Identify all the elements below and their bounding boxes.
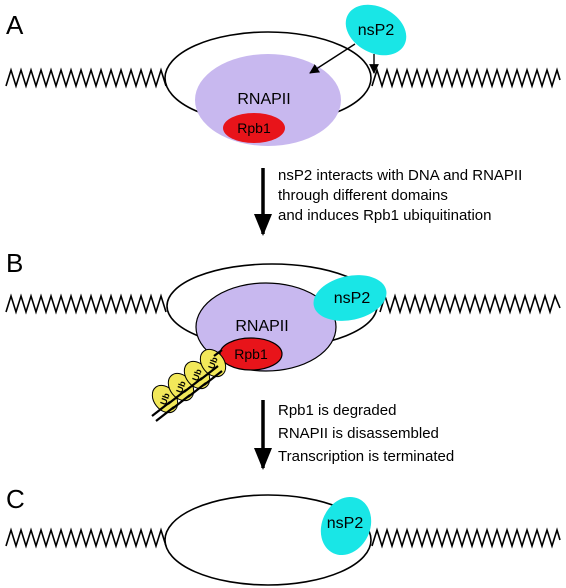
dna-bubble-c	[164, 494, 372, 586]
panel-label-c: C	[6, 484, 25, 514]
dna-left-c	[5, 527, 167, 549]
step-2-line-2: RNAPII is disassembled	[278, 425, 439, 442]
step-1-line-3: and induces Rpb1 ubiquitination	[278, 207, 492, 224]
step-2-arrowhead	[254, 448, 272, 470]
panel-label-a: A	[6, 10, 24, 40]
dna-right-c	[371, 527, 561, 549]
nsp2-label-c: nsP2	[327, 515, 364, 532]
nsp2-label-a: nsP2	[358, 22, 395, 39]
nsp2-a	[345, 4, 407, 56]
rnapii-label-a: RNAPII	[237, 91, 290, 108]
arrow-nsp2-to-rnapii	[309, 43, 356, 74]
panel-a: A RNAPII Rpb1 nsP2	[5, 4, 561, 146]
dna-right-a	[371, 67, 561, 89]
rpb1-a	[223, 113, 285, 143]
rpb1-label-a: Rpb1	[237, 120, 271, 136]
step-2-line-1: Rpb1 is degraded	[278, 402, 396, 419]
step-2-line-3: Transcription is terminated	[278, 448, 454, 465]
step-1: nsP2 interacts with DNA and RNAPII throu…	[254, 167, 522, 236]
step-2: Rpb1 is degraded RNAPII is disassembled …	[254, 400, 454, 470]
rpb1-label-b: Rpb1	[234, 346, 268, 362]
dna-left-a	[5, 67, 167, 89]
step-1-line-2: through different domains	[278, 187, 448, 204]
panel-b: B RNAPII Rpb1 nsP2 Ub Ub Ub Ub	[5, 248, 561, 422]
step-1-line-1: nsP2 interacts with DNA and RNAPII	[278, 167, 522, 184]
panel-c: C nsP2	[5, 484, 561, 586]
nsp2-b	[313, 275, 387, 321]
rnapii-label-b: RNAPII	[235, 318, 288, 335]
ubiquitin	[199, 348, 227, 378]
step-1-arrowhead	[254, 214, 272, 236]
dna-right-b	[379, 293, 561, 315]
ubiquitin-chain: Ub Ub Ub Ub	[151, 348, 227, 422]
panel-label-b: B	[6, 248, 23, 278]
dna-left-b	[5, 293, 167, 315]
ubiquitin-linkage	[151, 349, 223, 422]
nsp2-label-b: nsP2	[334, 290, 371, 307]
nsp2-c	[320, 496, 372, 556]
